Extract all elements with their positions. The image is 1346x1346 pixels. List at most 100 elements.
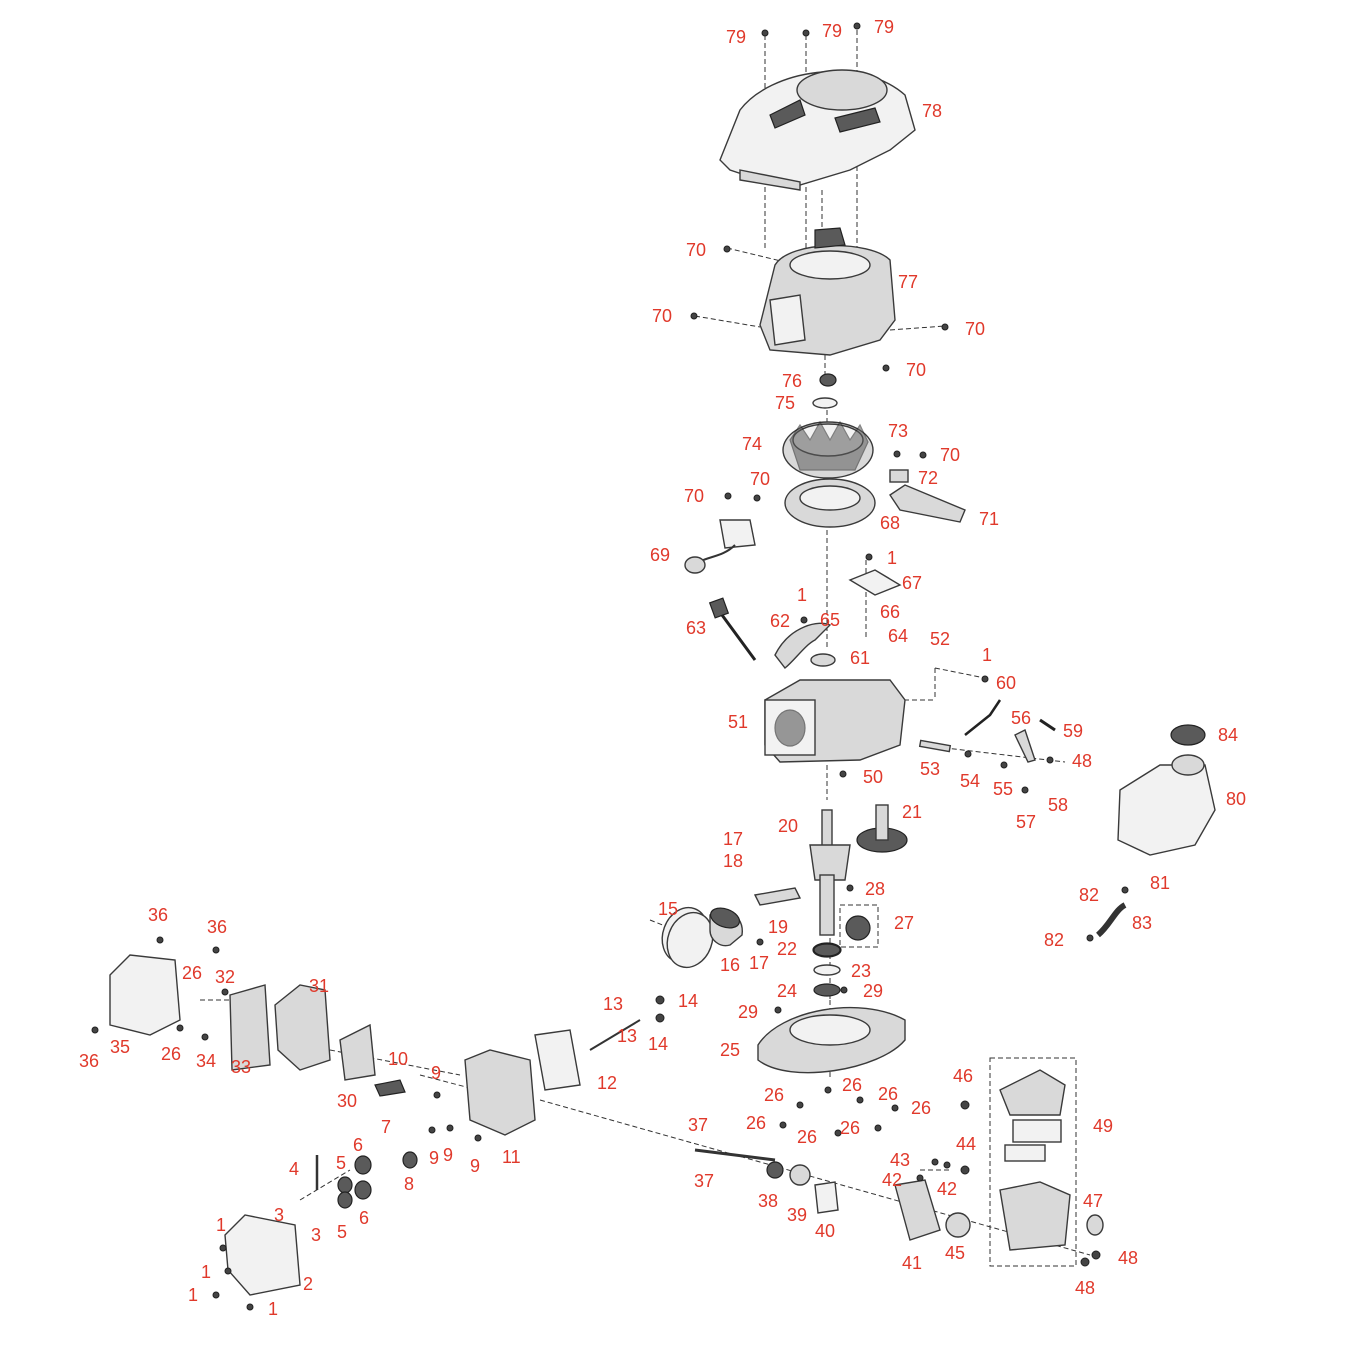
ignition-coil [684,519,756,574]
callout-label: 1 [268,1299,278,1319]
callout-label: 79 [822,21,842,41]
callout-label: 59 [1063,721,1083,741]
breather-plate [848,569,902,596]
callout-label: 27 [894,913,914,933]
callout-label: 84 [1218,725,1238,745]
callout-label: 1 [982,645,992,665]
crankcase [764,653,906,763]
blower-housing [759,227,896,356]
callout-label: 3 [311,1225,321,1245]
callout-label: 43 [890,1150,910,1170]
callout-label: 48 [1072,751,1092,771]
callout-label: 31 [309,976,329,996]
callout-label: 60 [996,673,1016,693]
callout-label: 12 [597,1073,617,1093]
callout-label: 56 [1011,708,1031,728]
callout-label: 19 [768,917,788,937]
control-bracket [889,469,966,523]
callout-label: 70 [686,240,706,260]
callout-label: 48 [1118,1248,1138,1268]
sump [757,1006,906,1074]
callout-label: 70 [750,469,770,489]
callout-label: 9 [431,1063,441,1083]
callout-label: 33 [231,1057,251,1077]
callout-label: 71 [979,509,999,529]
callout-label: 26 [911,1098,931,1118]
callout-label: 41 [902,1253,922,1273]
callout-label: 74 [742,434,762,454]
dipstick [708,597,757,661]
callout-label: 64 [888,626,908,646]
callout-label: 29 [863,981,883,1001]
callout-label: 17 [749,953,769,973]
callout-label: 45 [945,1243,965,1263]
callout-label: 9 [429,1148,439,1168]
callout-label: 15 [658,899,678,919]
callout-label: 1 [887,548,897,568]
callout-label: 3 [274,1205,284,1225]
callout-label: 67 [902,573,922,593]
callout-label: 80 [1226,789,1246,809]
stud-13 [589,1019,641,1051]
callout-label: 20 [778,816,798,836]
callout-label: 26 [746,1113,766,1133]
callout-label: 48 [1075,1278,1095,1298]
callout-label: 79 [726,27,746,47]
callout-label: 69 [650,545,670,565]
bearing [813,943,841,957]
callout-label: 70 [906,360,926,380]
callout-label: 13 [603,994,623,1014]
callout-label: 1 [188,1285,198,1305]
callout-label: 4 [289,1159,299,1179]
callout-label: 37 [694,1171,714,1191]
callout-label: 54 [960,771,980,791]
callout-label: 36 [148,905,168,925]
fuel-tank [1117,724,1216,856]
cam-gear [856,804,908,853]
callout-label: 42 [937,1179,957,1199]
cooling-fan [784,478,876,528]
callout-label: 11 [502,1147,521,1167]
callout-label: 81 [1150,873,1170,893]
callout-label: 26 [161,1044,181,1064]
callout-label: 70 [652,306,672,326]
callout-label: 82 [1079,885,1099,905]
callout-label: 77 [898,272,918,292]
callout-label: 26 [764,1085,784,1105]
callout-label: 10 [388,1049,408,1069]
air-filter-assembly [989,1057,1104,1267]
callout-label: 6 [359,1208,369,1228]
callout-label: 13 [617,1026,637,1046]
callout-label: 14 [678,991,698,1011]
callout-label: 73 [888,421,908,441]
callout-label: 23 [851,961,871,981]
cylinder-head [374,1029,581,1136]
muffler-assembly [109,954,376,1081]
callout-label: 53 [920,759,940,779]
callout-label: 28 [865,879,885,899]
engine-cover [719,69,916,191]
callout-label: 70 [940,445,960,465]
bearing-lower [813,983,841,997]
callout-label: 37 [688,1115,708,1135]
baffle [774,622,832,669]
callout-label: 35 [110,1037,130,1057]
callout-label: 55 [993,779,1013,799]
callout-label: 34 [196,1051,216,1071]
carburetor [766,1161,971,1241]
callout-label: 24 [777,981,797,1001]
fuel-hose [1095,902,1127,938]
callout-label: 16 [720,955,740,975]
callout-label: 5 [337,1222,347,1242]
callout-label: 70 [684,486,704,506]
callout-label: 5 [336,1153,346,1173]
callout-label: 26 [842,1075,862,1095]
callout-label: 9 [470,1156,480,1176]
callout-label: 62 [770,611,790,631]
callout-label: 58 [1048,795,1068,815]
callout-label: 26 [878,1084,898,1104]
callout-label: 1 [797,585,807,605]
callout-label: 78 [922,101,942,121]
governor-box [839,904,879,948]
callout-label: 25 [720,1040,740,1060]
